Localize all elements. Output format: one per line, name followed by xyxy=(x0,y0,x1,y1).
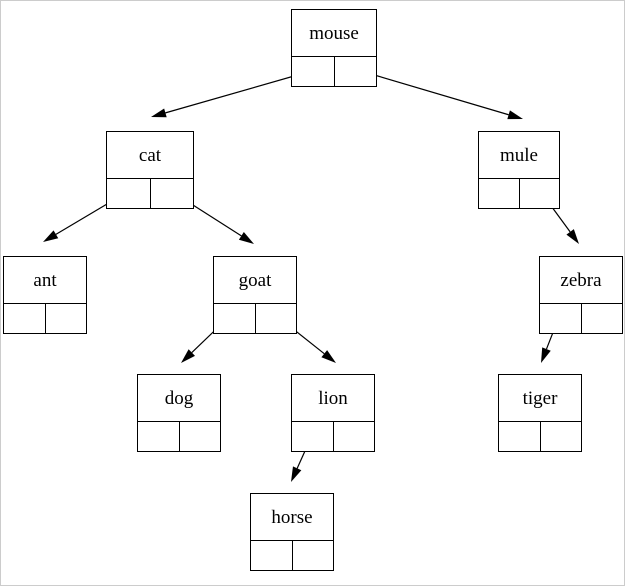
right-pointer-cell-horse[interactable] xyxy=(292,541,333,570)
node-label-mouse: mouse xyxy=(292,10,376,57)
right-pointer-cell-mule[interactable] xyxy=(519,179,559,208)
left-pointer-cell-lion[interactable] xyxy=(292,422,334,451)
left-pointer-cell-mouse[interactable] xyxy=(292,57,335,86)
right-pointer-cell-tiger[interactable] xyxy=(540,422,581,451)
node-label-dog: dog xyxy=(138,375,220,422)
node-label-zebra: zebra xyxy=(540,257,622,304)
left-pointer-cell-dog[interactable] xyxy=(138,422,180,451)
node-label-cat: cat xyxy=(107,132,193,179)
left-pointer-cell-goat[interactable] xyxy=(214,304,256,333)
right-pointer-cell-dog[interactable] xyxy=(179,422,220,451)
tree-node-horse[interactable]: horse xyxy=(250,493,334,571)
node-label-mule: mule xyxy=(479,132,559,179)
node-pointers-tiger xyxy=(499,422,581,451)
node-label-ant: ant xyxy=(4,257,86,304)
arrowhead-icon xyxy=(181,349,196,363)
node-label-tiger: tiger xyxy=(499,375,581,422)
node-pointers-cat xyxy=(107,179,193,208)
right-pointer-cell-ant[interactable] xyxy=(45,304,86,333)
node-pointers-goat xyxy=(214,304,296,333)
left-pointer-cell-zebra[interactable] xyxy=(540,304,582,333)
arrowhead-icon xyxy=(566,229,579,244)
tree-node-lion[interactable]: lion xyxy=(291,374,375,452)
node-pointers-mouse xyxy=(292,57,376,86)
node-pointers-dog xyxy=(138,422,220,451)
right-pointer-cell-goat[interactable] xyxy=(255,304,296,333)
node-label-horse: horse xyxy=(251,494,333,541)
left-pointer-cell-ant[interactable] xyxy=(4,304,46,333)
right-pointer-cell-lion[interactable] xyxy=(333,422,374,451)
arrowhead-icon xyxy=(507,110,523,120)
edge-mouse-to-mule xyxy=(353,68,523,120)
node-label-lion: lion xyxy=(292,375,374,422)
right-pointer-cell-mouse[interactable] xyxy=(334,57,376,86)
tree-node-zebra[interactable]: zebra xyxy=(539,256,623,334)
left-pointer-cell-tiger[interactable] xyxy=(499,422,541,451)
tree-node-goat[interactable]: goat xyxy=(213,256,297,334)
tree-node-ant[interactable]: ant xyxy=(3,256,87,334)
tree-node-cat[interactable]: cat xyxy=(106,131,194,209)
tree-node-dog[interactable]: dog xyxy=(137,374,221,452)
tree-node-tiger[interactable]: tiger xyxy=(498,374,582,452)
right-pointer-cell-zebra[interactable] xyxy=(581,304,622,333)
arrowhead-icon xyxy=(151,108,167,118)
node-pointers-lion xyxy=(292,422,374,451)
arrowhead-icon xyxy=(43,230,59,242)
left-pointer-cell-cat[interactable] xyxy=(107,179,151,208)
node-pointers-zebra xyxy=(540,304,622,333)
tree-node-mouse[interactable]: mouse xyxy=(291,9,377,87)
arrowhead-icon xyxy=(291,466,302,482)
left-pointer-cell-horse[interactable] xyxy=(251,541,293,570)
node-label-goat: goat xyxy=(214,257,296,304)
node-pointers-horse xyxy=(251,541,333,570)
arrowhead-icon xyxy=(541,347,551,363)
arrowhead-icon xyxy=(238,232,254,244)
arrowhead-icon xyxy=(321,350,336,363)
right-pointer-cell-cat[interactable] xyxy=(150,179,193,208)
node-pointers-mule xyxy=(479,179,559,208)
tree-node-mule[interactable]: mule xyxy=(478,131,560,209)
left-pointer-cell-mule[interactable] xyxy=(479,179,520,208)
node-pointers-ant xyxy=(4,304,86,333)
